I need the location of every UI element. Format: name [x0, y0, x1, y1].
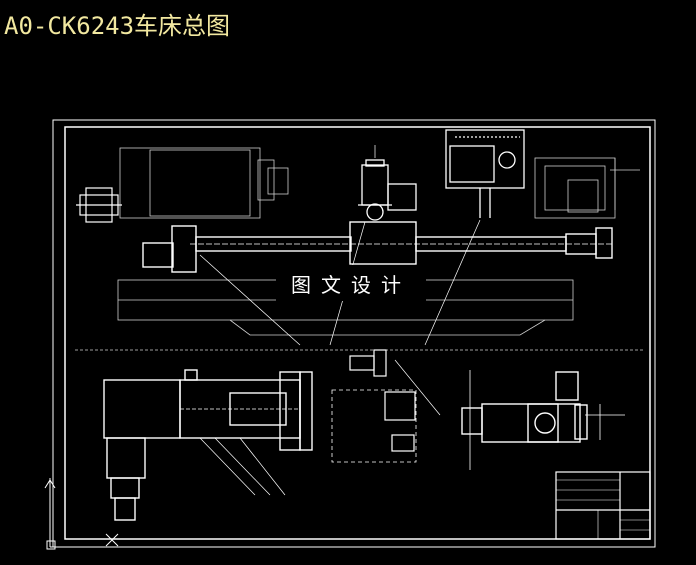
- tool-post-view: [461, 370, 625, 470]
- outer-frame: [52, 119, 656, 548]
- chuck-detail: [76, 187, 122, 223]
- carriage-motor: [358, 159, 417, 221]
- watermark-label: 图文设计: [276, 265, 426, 301]
- drawing-title: A0-CK6243车床总图: [4, 12, 231, 40]
- lathe-front-view: [75, 147, 645, 351]
- spindle-section-view: [103, 369, 313, 521]
- leader-lines-upper: [199, 145, 481, 346]
- middle-detail: [331, 349, 441, 463]
- control-panel: [445, 129, 525, 218]
- inner-frame: [64, 126, 651, 540]
- lead-screw-assembly: [142, 221, 613, 273]
- title-block: [555, 471, 651, 540]
- ucs-axis-icon: [44, 478, 120, 550]
